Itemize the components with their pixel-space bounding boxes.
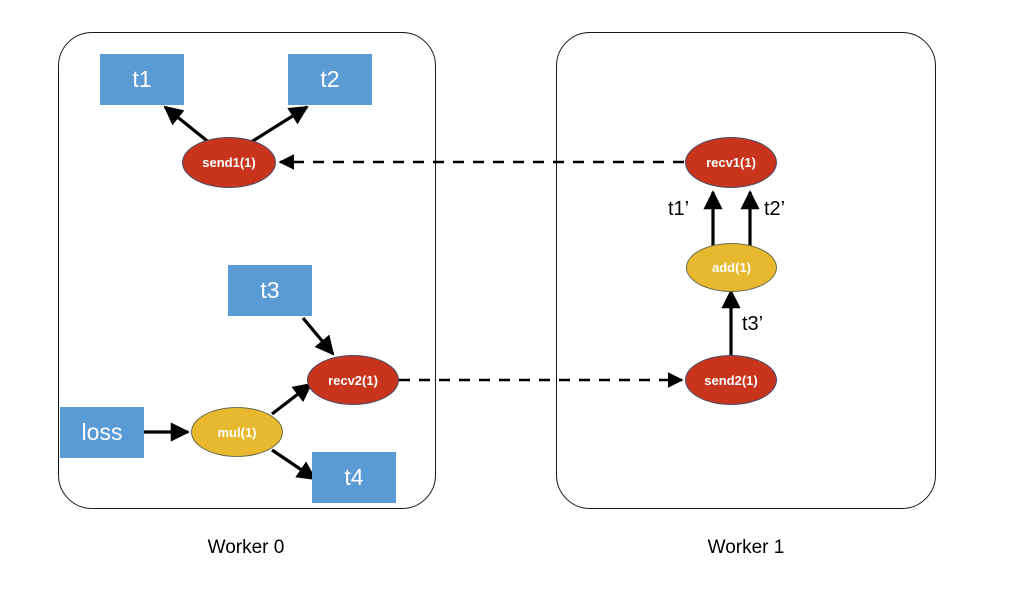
worker-0-panel (58, 32, 436, 509)
node-t3[interactable]: t3 (228, 265, 312, 316)
node-recv2-label: recv2(1) (328, 372, 378, 388)
node-add[interactable]: add(1) (686, 243, 777, 292)
node-mul-label: mul(1) (217, 424, 257, 440)
node-recv1-label: recv1(1) (706, 155, 756, 170)
edge-label-t2-prime: t2’ (764, 198, 786, 220)
node-recv2[interactable]: recv2(1) (307, 355, 399, 405)
node-send2-label: send2(1) (704, 372, 758, 388)
node-loss[interactable]: loss (60, 407, 144, 458)
node-send2[interactable]: send2(1) (685, 355, 777, 405)
node-recv1[interactable]: recv1(1) (685, 137, 777, 188)
node-t4-label: t4 (344, 464, 364, 490)
node-t2[interactable]: t2 (288, 54, 372, 105)
node-t3-label: t3 (260, 277, 280, 303)
node-send1-label: send1(1) (202, 155, 256, 170)
worker-0-caption: Worker 0 (207, 537, 285, 558)
node-t1-label: t1 (132, 66, 152, 92)
node-t1[interactable]: t1 (100, 54, 184, 105)
node-t4[interactable]: t4 (312, 452, 396, 503)
node-add-label: add(1) (712, 260, 751, 275)
worker-1-caption: Worker 1 (707, 537, 785, 558)
node-t2-label: t2 (320, 66, 340, 92)
worker-1-panel (556, 32, 936, 509)
edge-label-t1-prime: t1’ (668, 198, 690, 220)
node-loss-label: loss (81, 419, 123, 445)
node-mul[interactable]: mul(1) (191, 407, 283, 457)
node-send1[interactable]: send1(1) (182, 137, 276, 188)
edge-label-t3-prime: t3’ (742, 313, 764, 335)
